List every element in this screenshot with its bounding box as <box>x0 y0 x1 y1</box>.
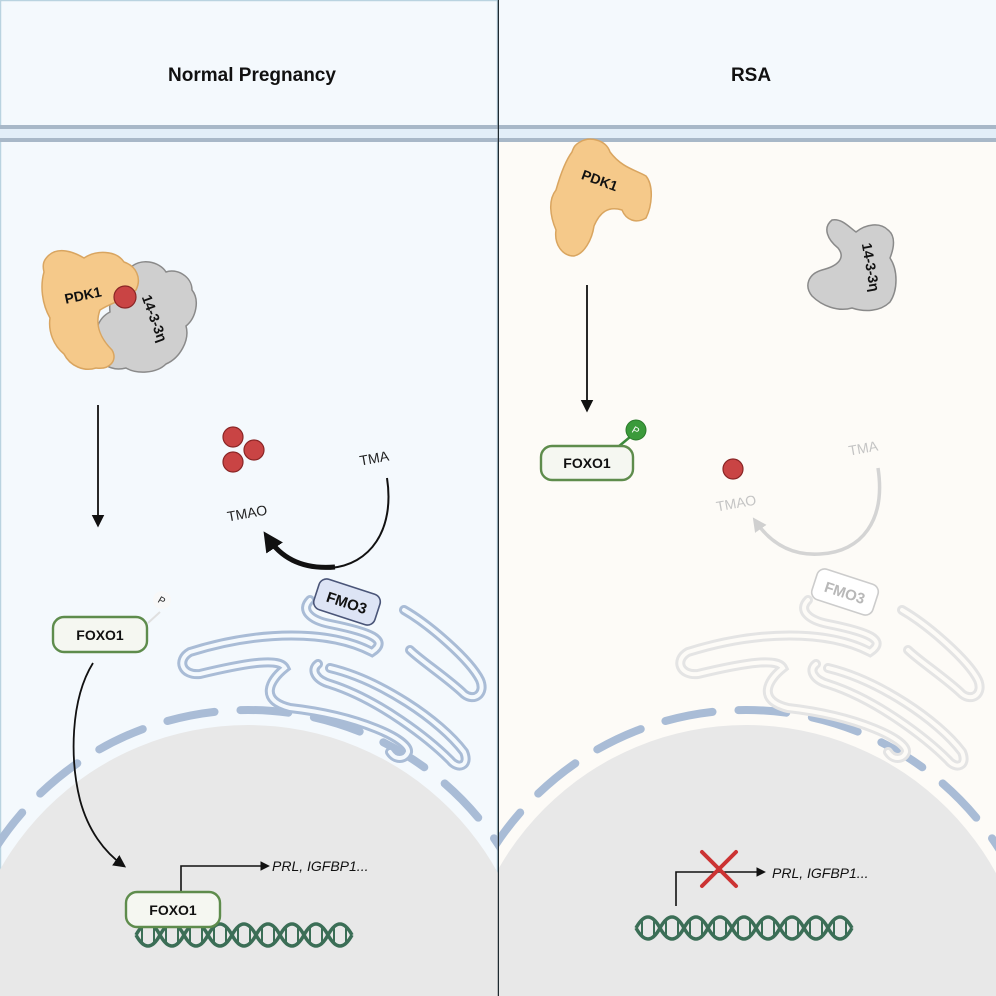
fmo3-enzyme: FMO3 <box>312 578 382 626</box>
foxo1-cytoplasmic: P FOXO1 <box>51 591 171 654</box>
panel-normal-pregnancy: Normal Pregnancy <box>0 0 498 996</box>
tmao-molecules <box>222 426 265 473</box>
panel-title: Normal Pregnancy <box>168 65 336 86</box>
panel-rsa: RSA RSA FMO3 <box>499 0 996 996</box>
tmao-bound-dot <box>113 285 137 309</box>
pdk1-label: PDK1 <box>63 283 103 306</box>
pdk1-free: PDK1 <box>550 138 652 257</box>
foxo1-nuclear-label: FOXO1 <box>149 902 197 918</box>
nuclear-envelope <box>499 706 996 852</box>
target-genes-label: PRL, IGFBP1... <box>772 865 868 881</box>
endoplasmic-reticulum-faded <box>675 595 985 771</box>
plasma-membrane <box>0 125 498 142</box>
nuclear-translocation-arrow <box>72 662 127 868</box>
phospho-site-active <box>625 419 647 441</box>
pdk1-1433-complex: PDK1 14-3-3η <box>41 249 198 373</box>
tma-to-tmao-conversion-arc-faded <box>752 467 882 556</box>
foxo1-phosphorylated: P FOXO1 <box>539 419 647 482</box>
pdk1-shape <box>41 249 140 370</box>
foxo1-label: FOXO1 <box>563 455 611 471</box>
foxo1-nuclear: FOXO1 <box>124 890 222 929</box>
panel-title-overlay: RSA <box>731 65 771 86</box>
blocked-x-icon <box>700 850 738 888</box>
target-genes-label: PRL, IGFBP1... <box>272 858 368 874</box>
phospho-label: P <box>630 425 642 438</box>
nuclear-envelope <box>0 706 498 852</box>
protein-1433-shape <box>807 219 897 312</box>
phospho-site-inactive <box>153 591 171 609</box>
plasma-membrane <box>499 0 996 142</box>
transcription-arrow <box>180 861 270 892</box>
foxo1-label: FOXO1 <box>76 627 124 643</box>
fmo3-enzyme-faded: FMO3 <box>810 568 880 616</box>
tmao-label: TMAO <box>715 492 758 515</box>
protein-1433-free: 14-3-3η <box>807 219 897 312</box>
pdk1-shape <box>550 138 652 257</box>
tmao-label: TMAO <box>226 502 269 525</box>
phospho-label: P <box>156 595 168 608</box>
tma-label: TMA <box>847 438 880 459</box>
tma-label: TMA <box>358 448 391 469</box>
nucleus <box>0 706 498 996</box>
nucleus <box>499 706 996 996</box>
transcription-arrow <box>675 867 766 906</box>
tmao-molecule <box>722 458 744 480</box>
endoplasmic-reticulum <box>177 595 487 771</box>
